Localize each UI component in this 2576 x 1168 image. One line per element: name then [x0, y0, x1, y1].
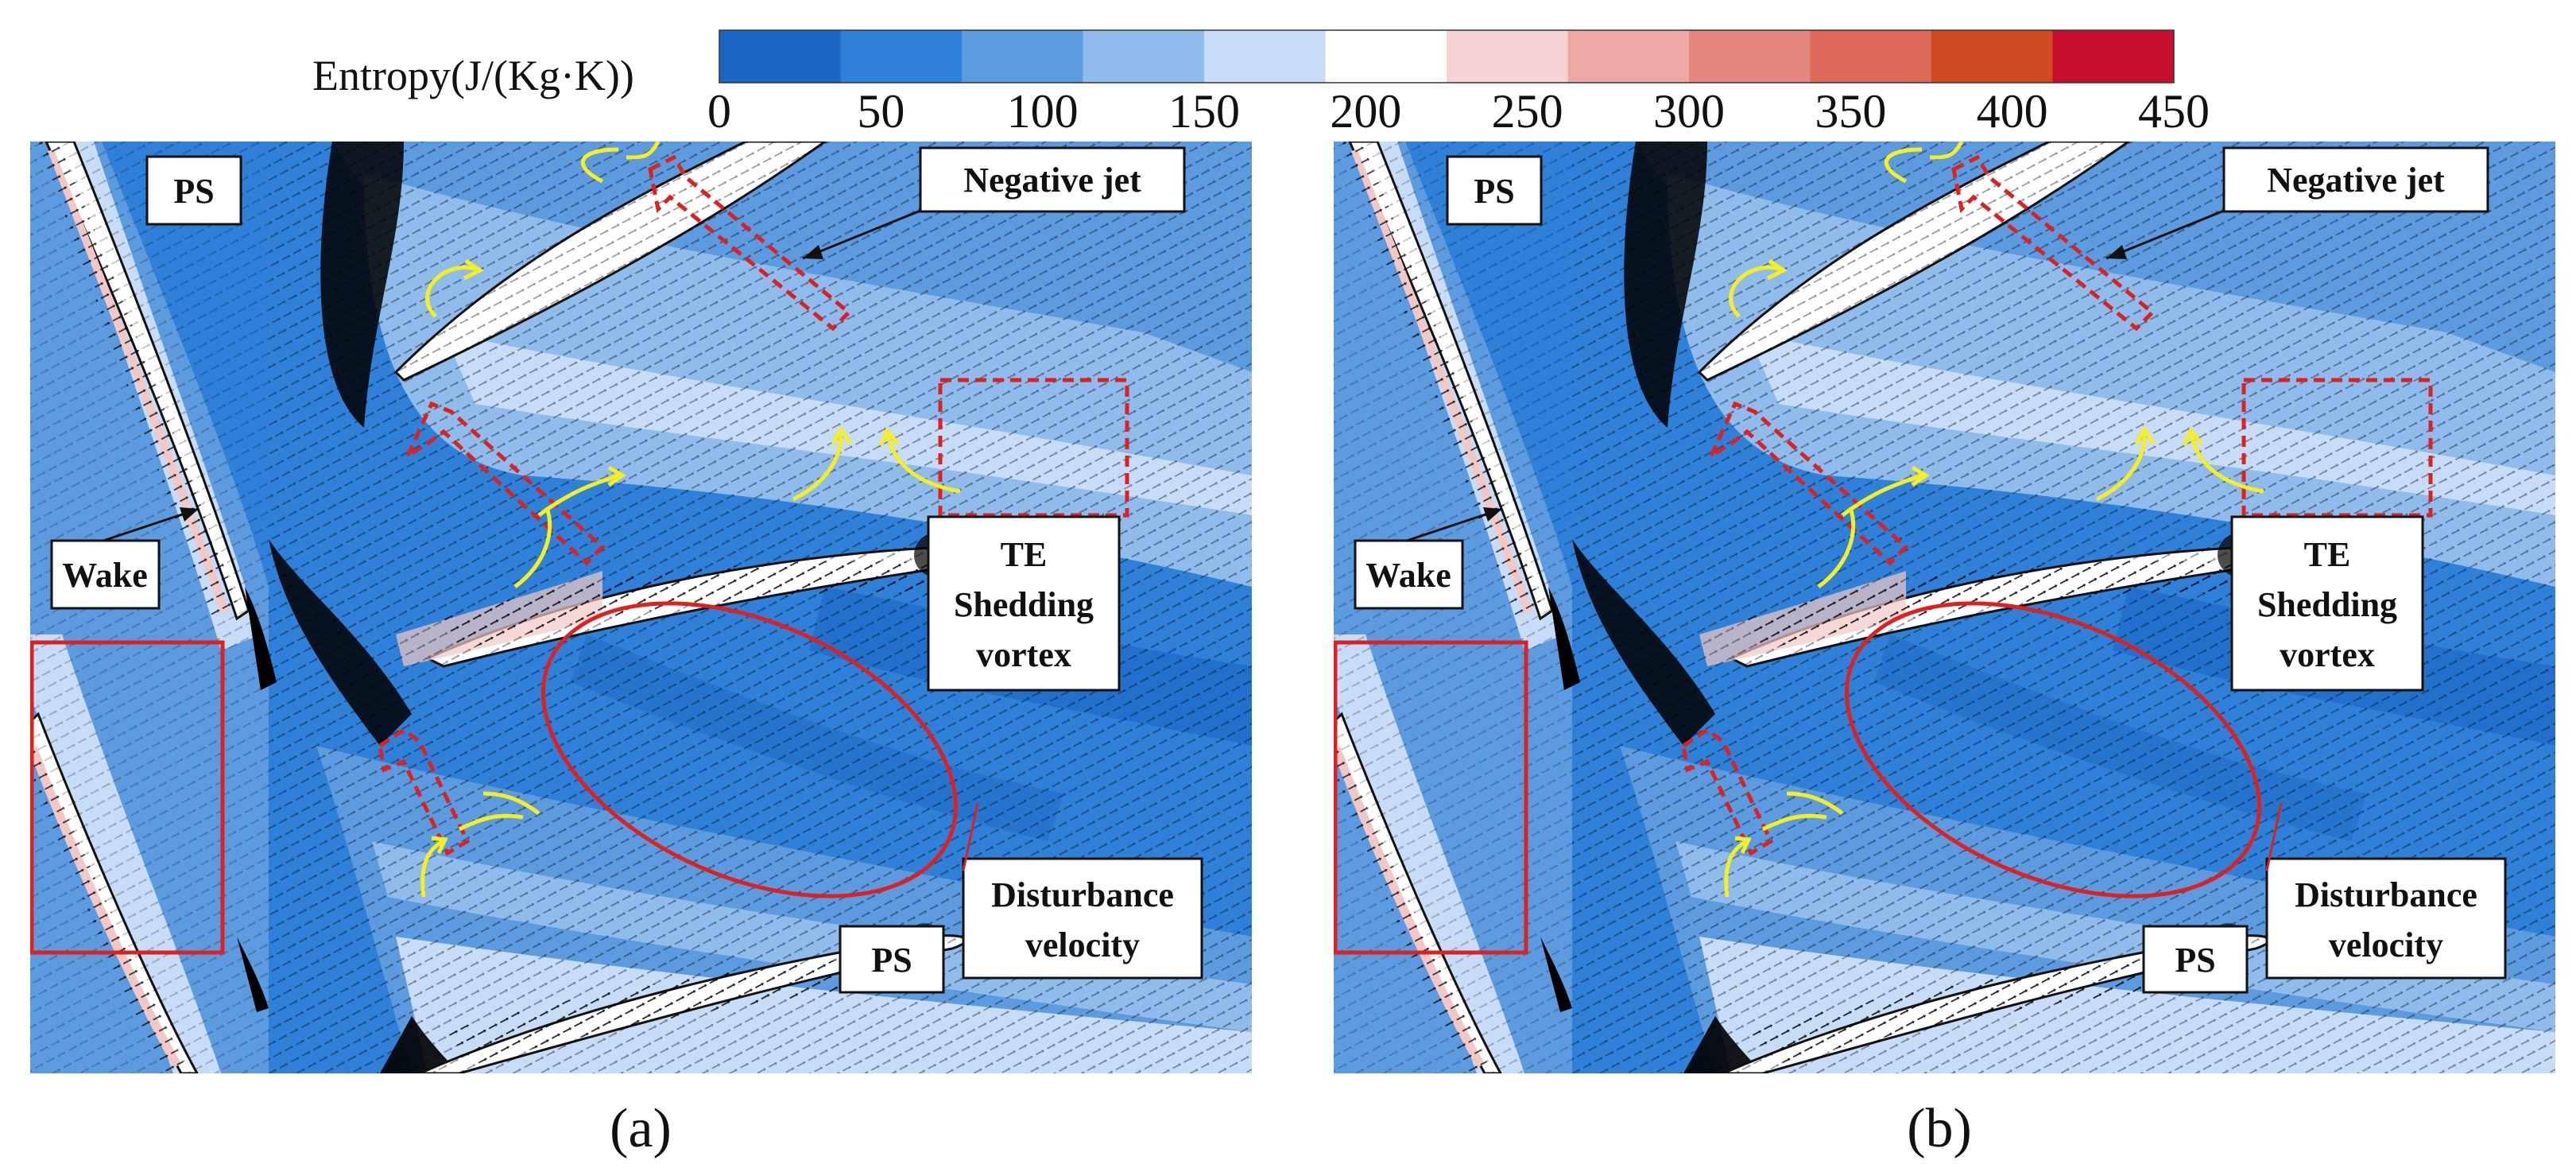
panel-a-te-line1: TE [1001, 535, 1048, 574]
panel-a-label: (a) [610, 1098, 672, 1159]
colorbar-tick-label: 0 [707, 85, 731, 138]
colorbar-tick-label: 100 [1007, 85, 1079, 138]
panel-b-negative-jet-box: Negative jet [2105, 146, 2489, 260]
panel-b-ps-top-box: PS [1446, 155, 1543, 226]
colorbar-tick-label: 50 [857, 85, 905, 138]
colorbar-swatch [1689, 30, 1811, 83]
panel-b-te-shedding-box: TE Shedding vortex [2230, 515, 2424, 692]
panel-a-negative-jet-label: Negative jet [963, 161, 1141, 200]
panel-b-ps-top-label: PS [1474, 172, 1514, 211]
panel-a-ps-top-label: PS [173, 172, 214, 211]
colorbar-swatch [1810, 30, 1932, 83]
colorbar-swatch [962, 30, 1083, 83]
colorbar-swatches [719, 29, 2175, 83]
colorbar-swatch [1083, 30, 1205, 83]
colorbar-title: Entropy(J/(Kg·K)) [312, 52, 634, 99]
panel-a-te-line2: Shedding [954, 585, 1094, 624]
panel-b-disturbance-line2: velocity [2329, 925, 2443, 964]
colorbar: Entropy(J/(Kg·K)) 0 50 100 150 200 250 300 350 4… [312, 29, 2210, 138]
panel-b-disturbance-box: Disturbance velocity [2265, 802, 2507, 980]
colorbar-tick-label: 450 [2138, 85, 2210, 138]
colorbar-swatch [840, 30, 963, 83]
panel-b: PS Negative jet Wake TE Shedding vortex … [1334, 142, 2555, 1159]
colorbar-tick-label: 250 [1492, 85, 1563, 138]
panel-a-disturbance-line2: velocity [1025, 925, 1140, 964]
colorbar-swatch [1931, 30, 2053, 83]
panel-b-te-line1: TE [2304, 535, 2351, 574]
panel-a-ps-bottom-box: PS [839, 925, 945, 994]
panel-a-te-line3: vortex [976, 635, 1071, 674]
colorbar-swatch [719, 30, 841, 83]
colorbar-ticks: 0 50 100 150 200 250 300 350 400 450 [707, 85, 2210, 138]
panel-b-wake-label: Wake [1365, 556, 1451, 595]
panel-b-label: (b) [1907, 1098, 1972, 1159]
colorbar-swatch [1567, 30, 1690, 83]
panel-a-disturbance-line1: Disturbance [991, 875, 1174, 914]
panel-a-te-shedding-box: TE Shedding vortex [927, 515, 1121, 692]
colorbar-swatch [1447, 30, 1568, 83]
colorbar-swatch [1325, 30, 1447, 83]
panel-b-te-line2: Shedding [2257, 585, 2397, 624]
colorbar-border [719, 29, 2175, 83]
panel-a-negative-jet-box: Negative jet [802, 146, 1186, 260]
panel-a-blade-box [30, 640, 225, 955]
panel-a-disturbance-box: Disturbance velocity [962, 802, 1203, 980]
colorbar-swatch [2052, 30, 2175, 83]
colorbar-tick-label: 150 [1168, 85, 1240, 138]
panel-b-wake-box: Wake [1354, 507, 1503, 610]
panel-a: PS Negative jet Wake TE Shedding vortex … [30, 142, 1252, 1159]
panel-b-ps-bottom-box: PS [2142, 925, 2249, 994]
panel-b-blade-box [1334, 640, 1528, 955]
panel-a-wake-label: Wake [62, 556, 148, 595]
colorbar-tick-label: 400 [1977, 85, 2048, 138]
panel-b-disturbance-line1: Disturbance [2295, 875, 2477, 914]
colorbar-tick-label: 200 [1330, 85, 1401, 138]
panel-b-te-line3: vortex [2280, 635, 2375, 674]
colorbar-swatch [1204, 30, 1326, 83]
panel-a-ps-top-box: PS [145, 155, 242, 226]
panel-b-negative-jet-label: Negative jet [2267, 161, 2445, 200]
colorbar-tick-label: 350 [1815, 85, 1886, 138]
colorbar-tick-label: 300 [1653, 85, 1725, 138]
panel-b-ps-bottom-label: PS [2175, 941, 2215, 980]
panel-a-wake-box: Wake [50, 507, 199, 610]
panel-a-ps-bottom-label: PS [871, 941, 912, 980]
